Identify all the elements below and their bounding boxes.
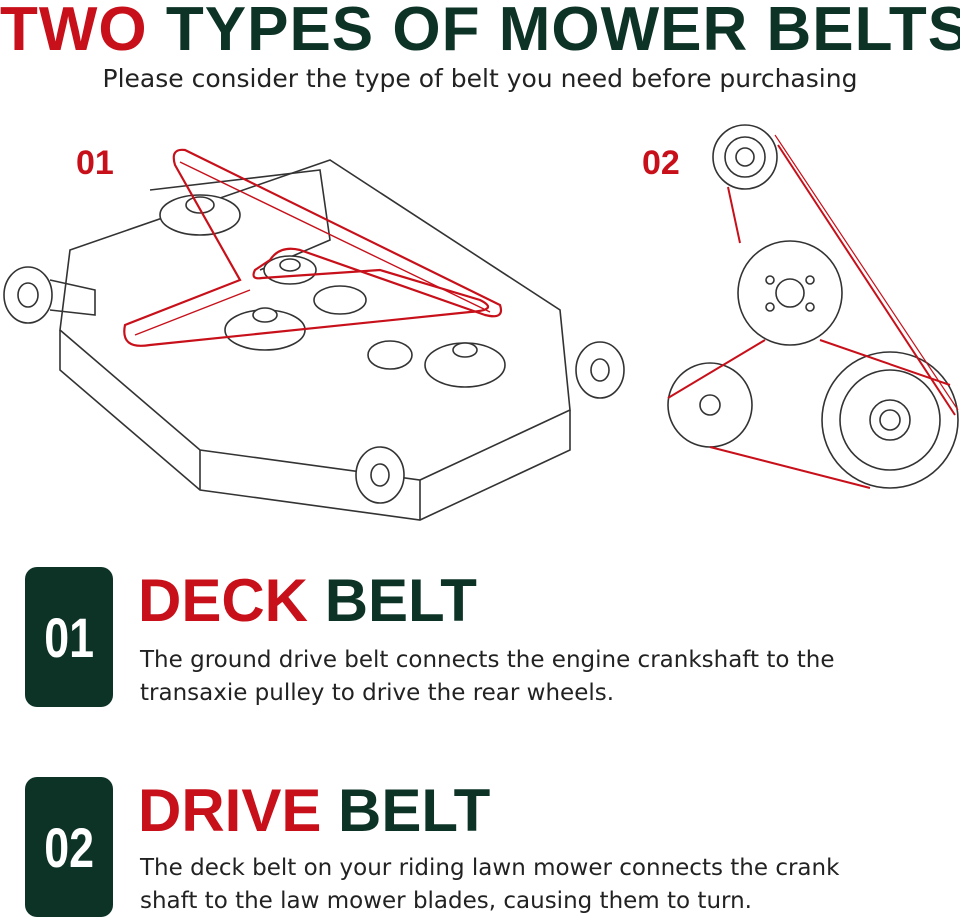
diagram-label-02: 02: [642, 144, 680, 182]
section-description-drive-belt: The deck belt on your riding lawn mower …: [140, 852, 955, 918]
drive-belt-pulley-diagram-icon: [667, 124, 959, 489]
title-red-part: TWO: [0, 0, 148, 64]
heading-green-part: BELT: [324, 567, 477, 634]
section-number-01: 01: [44, 605, 94, 669]
heading-red-part: DECK: [138, 567, 309, 634]
heading-red-part: DRIVE: [138, 777, 322, 844]
description-line: transaxie pulley to drive the rear wheel…: [140, 680, 615, 706]
title-green-part: TYPES OF MOWER BELTS: [165, 0, 960, 64]
diagram-label-01: 01: [76, 144, 114, 182]
section-heading-deck-belt: DECK BELT: [138, 566, 477, 635]
description-line: The deck belt on your riding lawn mower …: [140, 855, 840, 881]
mower-deck-belt-diagram-icon: [3, 148, 625, 521]
description-line: The ground drive belt connects the engin…: [140, 647, 835, 673]
description-line: shaft to the law mower blades, causing t…: [140, 888, 752, 914]
page-title: TWO TYPES OF MOWER BELTS: [0, 0, 960, 65]
section-heading-drive-belt: DRIVE BELT: [138, 776, 490, 845]
section-number-badge-02: 02: [25, 777, 113, 917]
section-number-badge-01: 01: [25, 567, 113, 707]
subtitle: Please consider the type of belt you nee…: [102, 64, 858, 93]
section-description-deck-belt: The ground drive belt connects the engin…: [140, 644, 955, 710]
section-number-02: 02: [44, 815, 94, 879]
heading-green-part: BELT: [338, 777, 491, 844]
